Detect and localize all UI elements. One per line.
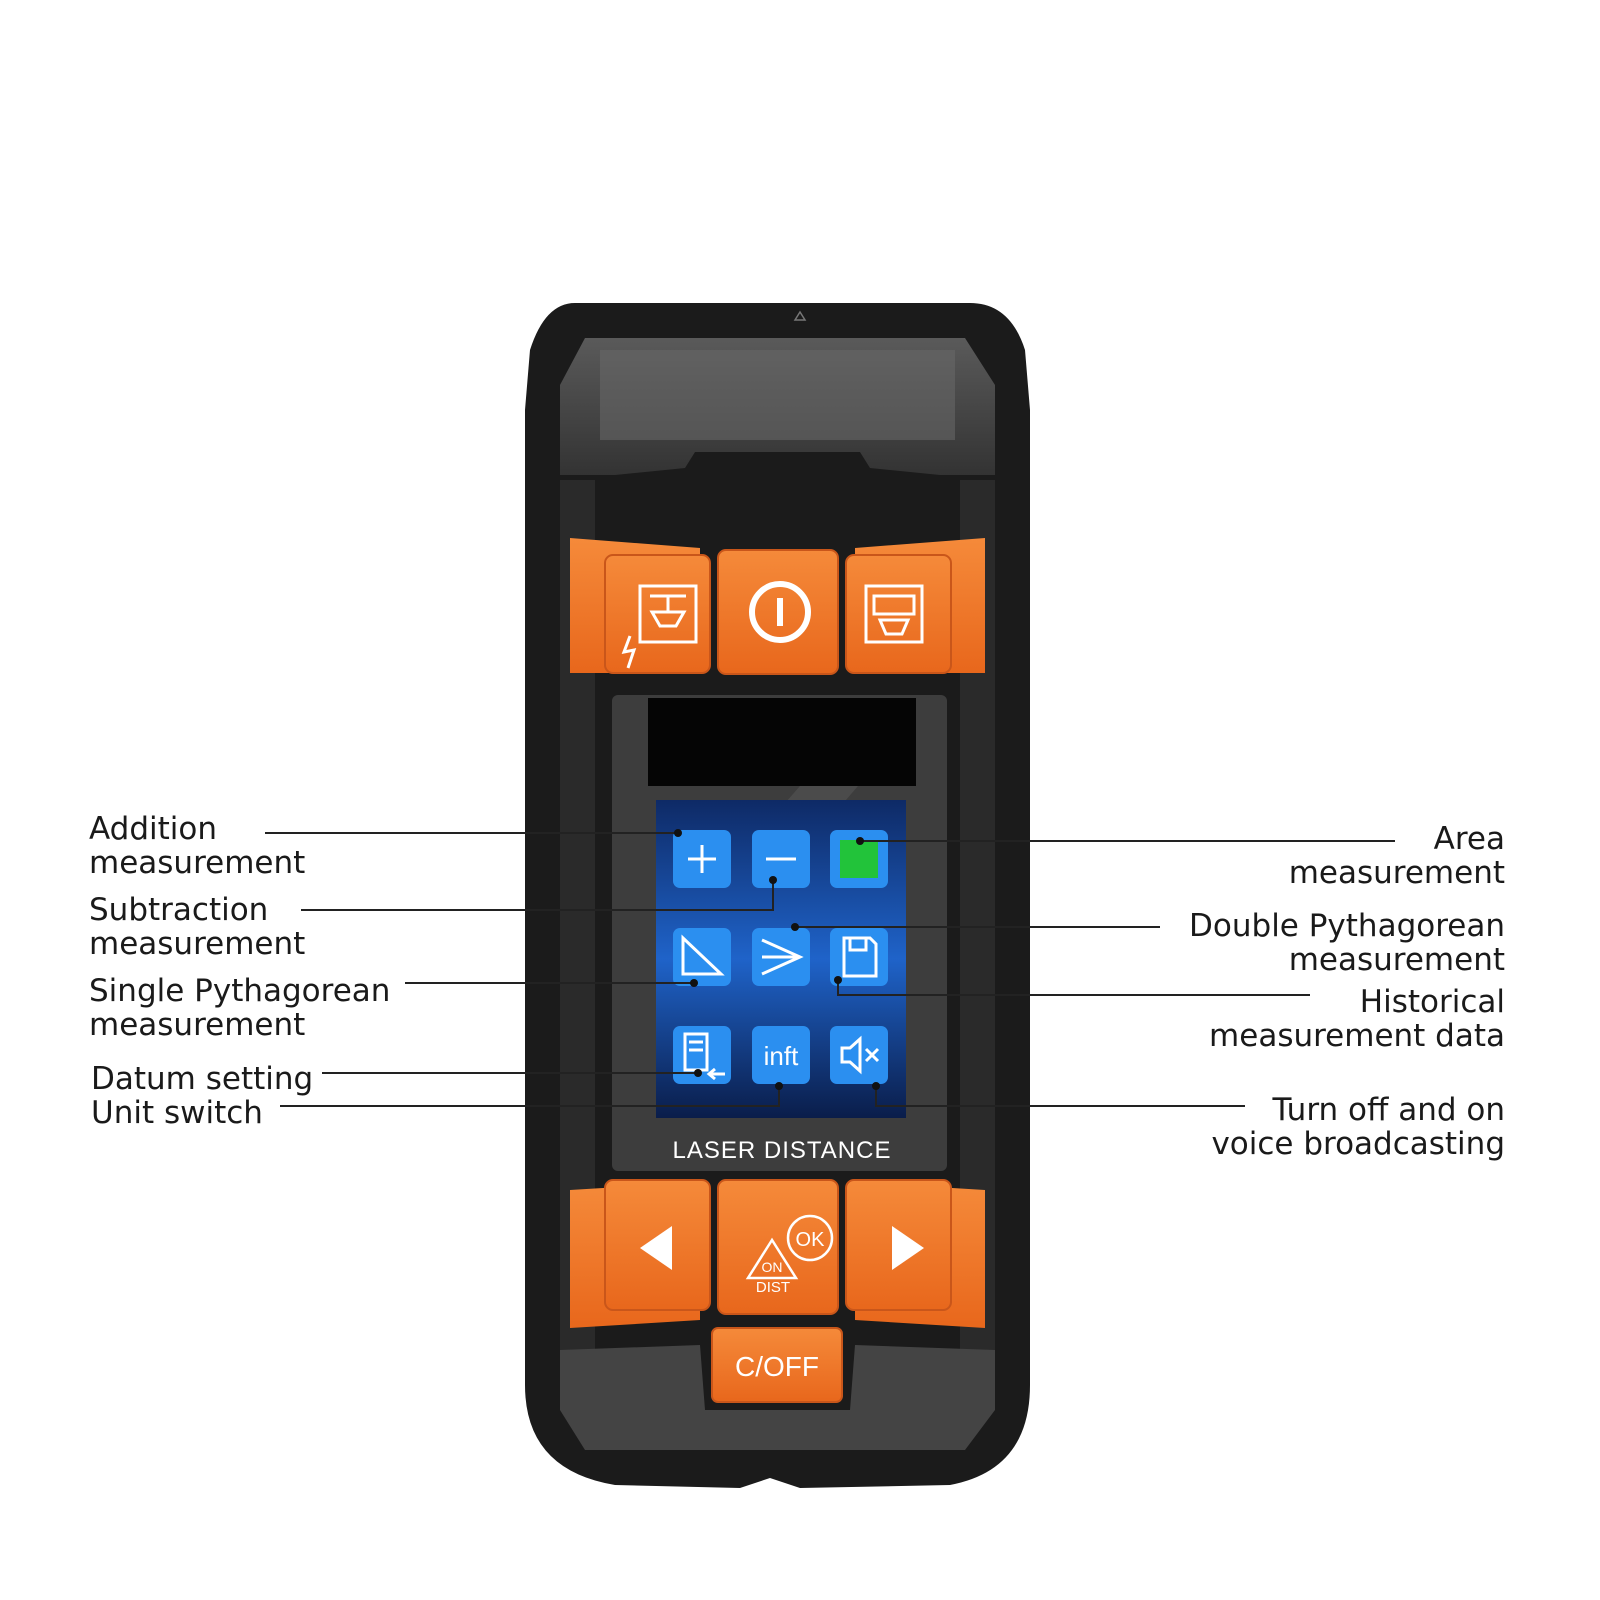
callout-text: measurement data	[1209, 1018, 1505, 1054]
leader-dot	[769, 876, 777, 884]
callout-voice-broadcast: Turn off and on voice broadcasting	[1211, 1093, 1505, 1161]
callout-text: measurement	[89, 845, 306, 881]
callout-text: measurement	[1288, 855, 1505, 891]
bottom-bezel	[560, 1345, 995, 1450]
mute-speaker-icon[interactable]	[830, 1026, 888, 1084]
power-icon	[749, 581, 811, 643]
measure-mode-icon	[621, 584, 698, 669]
datum-icon[interactable]	[673, 1026, 731, 1084]
callout-leader-lines	[265, 829, 1395, 1107]
top-bezel-window	[600, 350, 955, 440]
level-mode-icon	[864, 584, 924, 644]
leader-dot	[674, 829, 682, 837]
callout-historical-data: Historical measurement data	[1209, 985, 1505, 1053]
icon-glyph	[681, 934, 725, 976]
callout-text: measurement	[1288, 942, 1505, 978]
unit-icon[interactable]: inft	[752, 1026, 810, 1084]
callout-text: Area	[1433, 821, 1505, 857]
left-arrow-icon	[640, 1226, 672, 1270]
icon-glyph	[761, 938, 804, 976]
double-pythagorean-icon[interactable]	[752, 928, 810, 986]
screen-icon-grid: inft	[673, 830, 888, 1084]
leader-dot	[856, 837, 864, 845]
callout-text: Addition	[89, 811, 218, 847]
callout-area: Area measurement	[1289, 822, 1505, 890]
callout-text: Subtraction	[89, 892, 269, 928]
area-icon[interactable]	[830, 830, 888, 888]
callout-subtraction: Subtraction measurement	[89, 893, 305, 961]
plus-icon[interactable]	[673, 830, 731, 888]
icon-tile	[752, 1026, 810, 1084]
callout-datum-setting: Datum setting	[91, 1062, 313, 1096]
clear-off-label: C/OFF	[735, 1351, 819, 1382]
leader-line	[875, 1086, 1245, 1107]
leader-dot	[690, 979, 698, 987]
clear-off-button[interactable]	[711, 1327, 843, 1403]
leader-dot	[834, 976, 842, 984]
callout-single-pythagorean: Single Pythagorean measurement	[89, 974, 390, 1042]
callout-text: Single Pythagorean	[89, 973, 391, 1009]
minus-icon[interactable]	[752, 830, 810, 888]
ok-label: OK	[796, 1229, 826, 1251]
icon-glyph	[840, 1035, 880, 1075]
measure-mode-button[interactable]	[604, 554, 711, 674]
on-label: ON	[762, 1259, 783, 1275]
top-arrow-mark	[793, 310, 807, 321]
leader-line	[301, 880, 774, 911]
measure-ok-button[interactable]	[717, 1179, 839, 1315]
icon-glyph	[842, 936, 878, 978]
icon-glyph	[683, 1032, 725, 1081]
callout-text: measurement	[89, 926, 306, 962]
icon-glyph	[688, 845, 716, 873]
history-floppy-icon[interactable]	[830, 928, 888, 986]
callout-text: voice broadcasting	[1211, 1126, 1505, 1162]
area-square	[840, 840, 878, 878]
leader-dot	[791, 923, 799, 931]
single-pythagorean-icon[interactable]	[673, 928, 731, 986]
screen-top-black	[648, 698, 916, 786]
leader-dot	[694, 1069, 702, 1077]
ok-dist-icon	[745, 1214, 834, 1280]
leader-line	[280, 1086, 780, 1107]
callout-text: Turn off and on	[1272, 1092, 1505, 1128]
callout-text: Historical	[1359, 984, 1505, 1020]
unit-label: inft	[764, 1041, 799, 1071]
callout-double-pythagorean: Double Pythagorean measurement	[1189, 909, 1505, 977]
callout-text: Double Pythagorean	[1189, 908, 1505, 944]
leader-line	[837, 980, 1310, 996]
callout-text: Unit switch	[91, 1095, 263, 1131]
callout-text: Datum setting	[91, 1061, 314, 1097]
callout-addition: Addition measurement	[89, 812, 305, 880]
leader-dot	[872, 1082, 880, 1090]
dist-label: DIST	[756, 1279, 790, 1296]
callout-text: measurement	[89, 1007, 306, 1043]
leader-dot	[775, 1082, 783, 1090]
right-arrow-icon	[892, 1226, 924, 1270]
brand-text: LASER DISTANCE	[673, 1137, 892, 1164]
callout-unit-switch: Unit switch	[91, 1096, 263, 1130]
